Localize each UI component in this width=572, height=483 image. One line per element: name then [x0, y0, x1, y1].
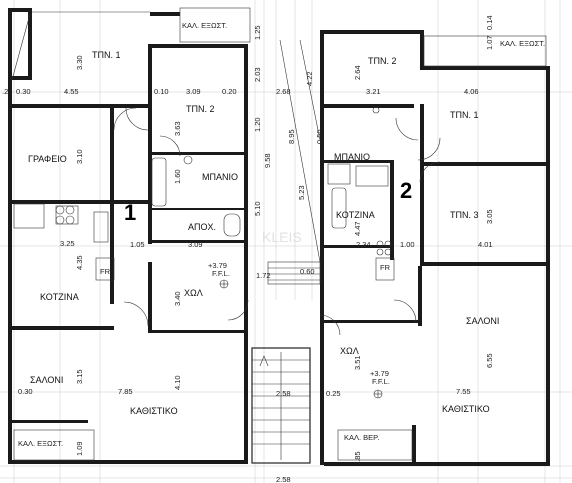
dim-label: 0.14 — [485, 15, 494, 30]
dim-label: 4.55 — [64, 87, 79, 96]
dim-label: 3.15 — [75, 369, 84, 384]
dim-label: 1.20 — [253, 117, 262, 132]
room-label-office: ΓΡΑΦΕΙΟ — [28, 154, 67, 164]
dim-label: 0.25 — [326, 389, 341, 398]
dim-label: 4.22 — [305, 71, 314, 86]
dim-label: 4.10 — [173, 375, 182, 390]
room-label-bathroom-left: ΜΠΑΝΙΟ — [202, 172, 238, 182]
fridge-label-left: FR — [100, 267, 111, 276]
dim-label: 0.10 — [154, 87, 169, 96]
unit-number-1: 1 — [124, 200, 136, 225]
room-label-bathroom-right: ΜΠΑΝΙΟ — [334, 152, 370, 162]
balcony-label-bottom-right: ΚΑΛ. ΒΕΡ. — [344, 433, 379, 442]
watermark-text: KLEIS — [262, 229, 302, 245]
staircase — [251, 39, 321, 464]
room-label-sitting-right: ΚΑΘΙΣΤΙΚΟ — [442, 404, 490, 414]
dim-label: 0.30 — [16, 87, 31, 96]
room-label-kitchen-right: ΚΟΤΖΙΝΑ — [336, 210, 375, 220]
dim-label: 0.30 — [18, 387, 33, 396]
dim-label: 6.55 — [485, 353, 494, 368]
room-label-bedroom1-left: ΤΠΝ. 1 — [92, 50, 121, 60]
door-swings — [113, 107, 441, 336]
dim-label: 1.25 — [253, 25, 262, 40]
room-label-bedroom2-right: ΤΠΝ. 2 — [368, 56, 397, 66]
dim-label: 3.21 — [366, 87, 381, 96]
room-label-living-left: ΣΑΛΟΝΙ — [30, 375, 63, 385]
room-label-wc: ΑΠΟΧ. — [188, 222, 216, 232]
ffl-label-right: F.F.L. — [372, 377, 390, 386]
bathroom-fixtures — [55, 106, 392, 256]
dim-label: 9.58 — [263, 153, 272, 168]
dimension-labels: .20 0.30 4.55 0.10 3.09 0.20 2.68 3.21 4… — [2, 87, 493, 483]
dim-label: 0.50 — [315, 129, 324, 144]
dim-label: 4.47 — [353, 221, 362, 236]
room-label-bedroom3-right: ΤΠΝ. 3 — [450, 210, 479, 220]
dim-label: 2.03 — [253, 67, 262, 82]
dim-label: 0.20 — [222, 87, 237, 96]
dim-label: 3.40 — [173, 291, 182, 306]
ffl-value-left: +3.79 — [208, 261, 227, 270]
dim-label: 3.09 — [186, 87, 201, 96]
dim-label: 3.51 — [353, 355, 362, 370]
dim-label: 1.60 — [173, 169, 182, 184]
dim-label: 1.85 — [353, 451, 362, 466]
ffl-value-right: +3.79 — [370, 369, 389, 378]
fridge-label-right: FR — [380, 263, 391, 272]
dim-label: 2.64 — [353, 65, 362, 80]
dim-label: 4.06 — [464, 87, 479, 96]
dim-label: 3.25 — [60, 239, 75, 248]
dim-label: 5.10 — [253, 201, 262, 216]
dim-label: 0.60 — [300, 267, 315, 276]
dim-label: 7.85 — [118, 387, 133, 396]
room-label-hall-right: ΧΩΛ — [340, 346, 359, 356]
dim-label: 2.68 — [276, 87, 291, 96]
dim-label: 4.35 — [75, 255, 84, 270]
room-label-sitting-left: ΚΑΘΙΣΤΙΚΟ — [130, 406, 178, 416]
dim-label: .20 — [2, 87, 12, 96]
dim-label: 7.55 — [456, 387, 471, 396]
vertical-dimension-labels: 3.30 3.10 3.63 1.60 5.10 4.35 3.40 4.10 … — [75, 15, 494, 466]
balcony-label-top-right: ΚΑΛ. ΕΞΩΣΤ. — [500, 39, 545, 48]
dim-label: 3.09 — [188, 240, 203, 249]
dim-label: 2.58 — [276, 389, 291, 398]
room-label-kitchen-left: ΚΟΤΖΙΝΑ — [40, 292, 79, 302]
balcony-label-top-left: ΚΑΛ. ΕΞΩΣΤ. — [182, 21, 227, 30]
room-label-living-right: ΣΑΛΟΝΙ — [466, 316, 499, 326]
dim-label: 8.95 — [287, 129, 296, 144]
dim-label: 4.01 — [478, 240, 493, 249]
dim-label: 3.63 — [173, 121, 182, 136]
room-label-bedroom2-left: ΤΠΝ. 2 — [186, 104, 215, 114]
dim-label: 3.10 — [75, 149, 84, 164]
dim-label: 1.72 — [256, 271, 271, 280]
dim-label: 1.09 — [75, 441, 84, 456]
dim-label: 5.23 — [297, 185, 306, 200]
dim-label: 3.05 — [485, 209, 494, 224]
dim-label: 1.05 — [130, 240, 145, 249]
room-label-hall-left: ΧΩΛ — [184, 288, 203, 298]
dim-label: 1.00 — [400, 240, 415, 249]
dim-label: 2.58 — [276, 475, 291, 483]
walls-left-unit — [8, 8, 248, 464]
balconies — [11, 7, 547, 461]
dim-label: 3.30 — [75, 55, 84, 70]
unit-number-2: 2 — [400, 178, 412, 203]
balcony-label-bottom-left: ΚΑΛ. ΕΞΩΣΤ. — [18, 439, 63, 448]
ffl-label-left: F.F.L. — [212, 269, 230, 278]
dim-label: 2.34 — [356, 240, 371, 249]
room-label-bedroom1-right: ΤΠΝ. 1 — [450, 110, 479, 120]
level-markers — [219, 279, 383, 399]
dim-label: 1.07 — [485, 35, 494, 50]
walls-right-unit — [320, 30, 550, 466]
